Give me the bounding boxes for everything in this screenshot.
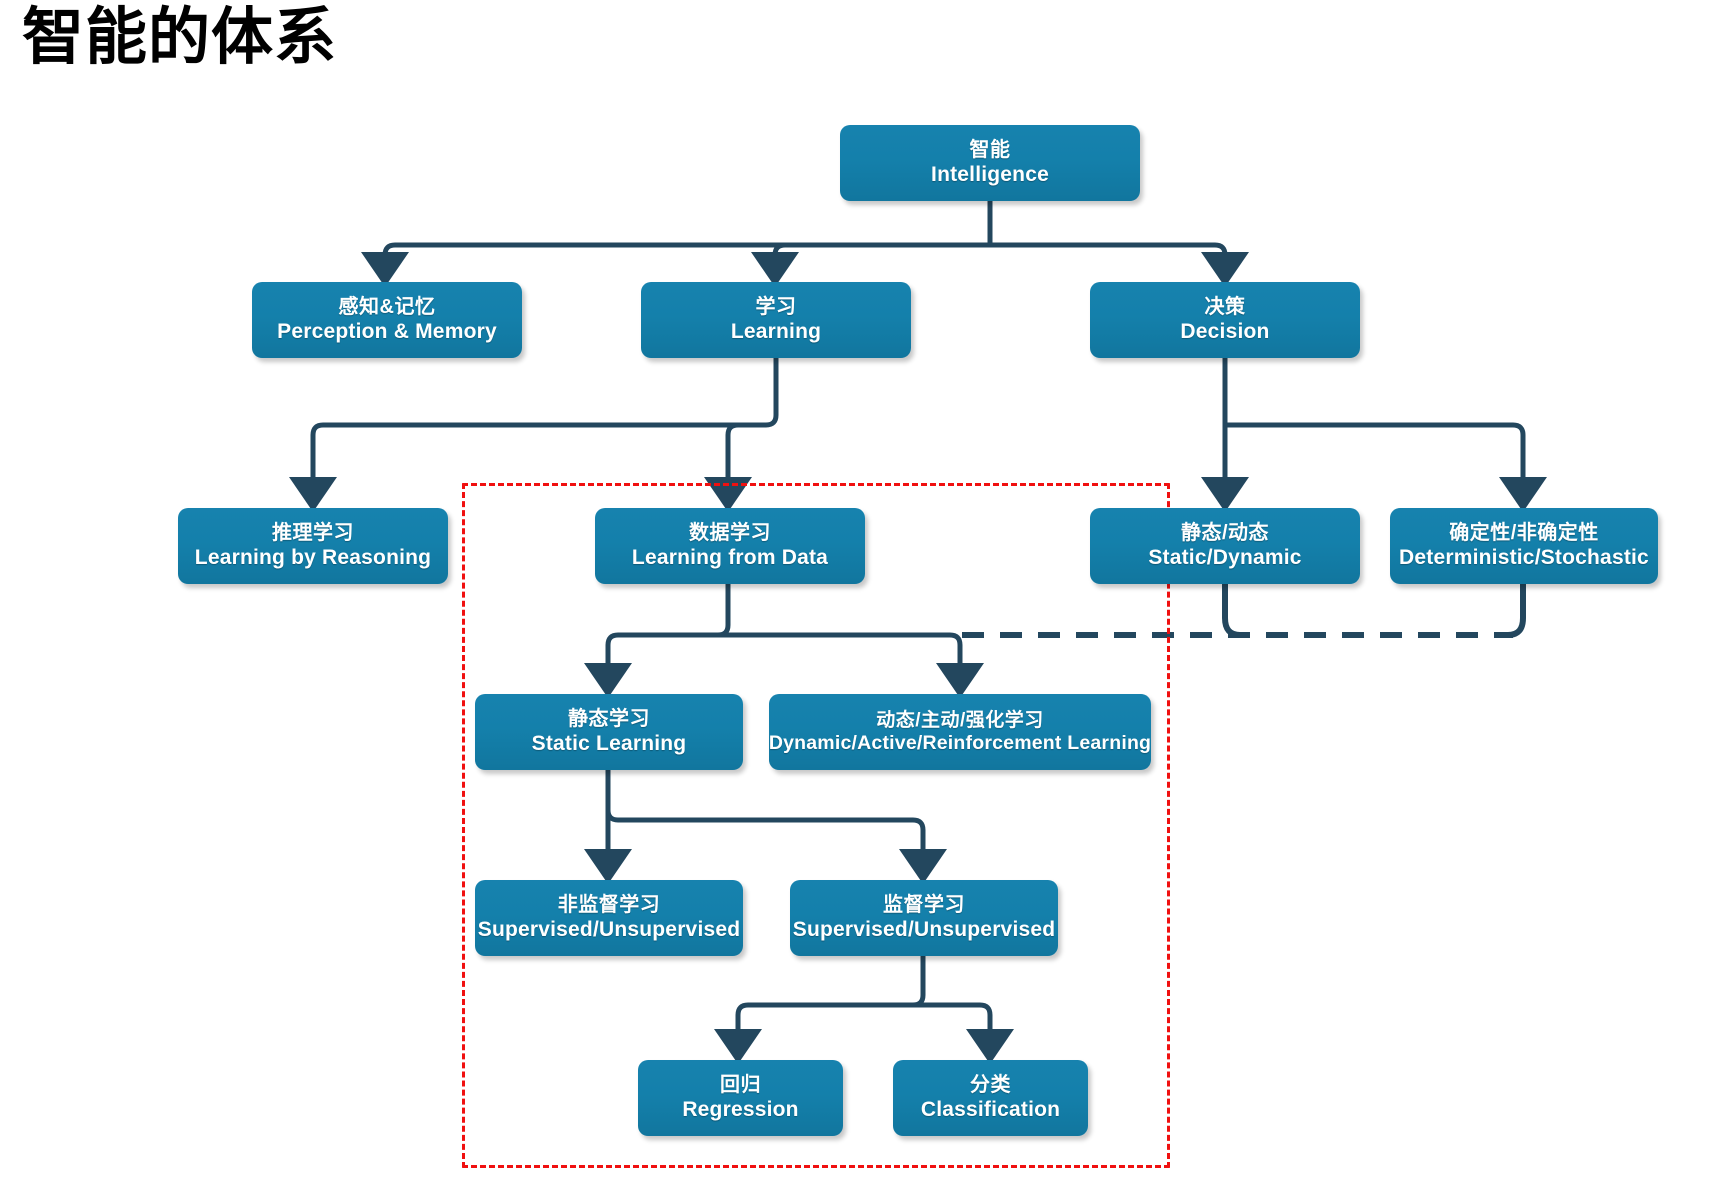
node-label-cn: 非监督学习 [557,894,661,916]
node-label-en: Learning from Data [631,546,829,570]
edge-from-data-drop [584,584,731,698]
node-label-en: Supervised/Unsupervised [477,918,741,942]
node-label-en: Regression [682,1098,799,1122]
node-label-en: Classification [920,1098,1061,1122]
edge-intelligence-to-perception [361,242,990,287]
node-label-en: Static Learning [531,732,687,756]
node-label-cn: 动态/主动/强化学习 [876,709,1044,731]
node-label-cn: 数据学习 [689,522,771,544]
node-label-en: Learning by Reasoning [194,546,432,570]
node-label-en: Deterministic/Stochastic [1399,546,1649,570]
node-label-cn: 学习 [755,296,797,318]
node-label-en: Decision [1180,320,1270,344]
node-label-cn: 智能 [969,139,1011,161]
edge-static-dynamic-corner [1222,617,1241,638]
node-label-cn: 监督学习 [883,894,965,916]
edge-learning-drop [289,358,779,512]
node-label-cn: 决策 [1204,296,1246,318]
node-label-en: Intelligence [931,163,1049,187]
edge-decision-to-deterministic [1225,422,1547,512]
edge-learning-to-from-data [704,422,766,512]
node-label-cn: 回归 [720,1074,761,1096]
node-label-cn: 感知&记忆 [338,296,436,318]
edge-intelligence-to-learning [751,242,990,287]
edge-supervised-to-classification [913,1002,1014,1064]
node-label-cn: 静态/动态 [1180,522,1270,544]
node-label-en: Supervised/Unsupervised [792,918,1056,942]
edge-intelligence-to-decision [990,242,1249,287]
node-label-en: Learning [730,320,822,344]
node-label-cn: 分类 [970,1074,1011,1096]
machine-learning-scope-box [462,483,1170,1168]
page-title: 智能的体系 [22,3,338,72]
node-label-en: Dynamic/Active/Reinforcement Learning [768,731,1152,754]
node-label-cn: 确定性/非确定性 [1449,522,1599,544]
node-label-cn: 静态学习 [568,708,650,730]
edge-deterministic-corner [1507,617,1526,638]
edge-from-data-to-dynamic [718,632,984,698]
edge-supervised-drop [714,956,926,1064]
node-label-en: Static/Dynamic [1148,546,1302,570]
node-label-en: Perception & Memory [277,320,497,344]
node-label-cn: 推理学习 [272,522,354,544]
